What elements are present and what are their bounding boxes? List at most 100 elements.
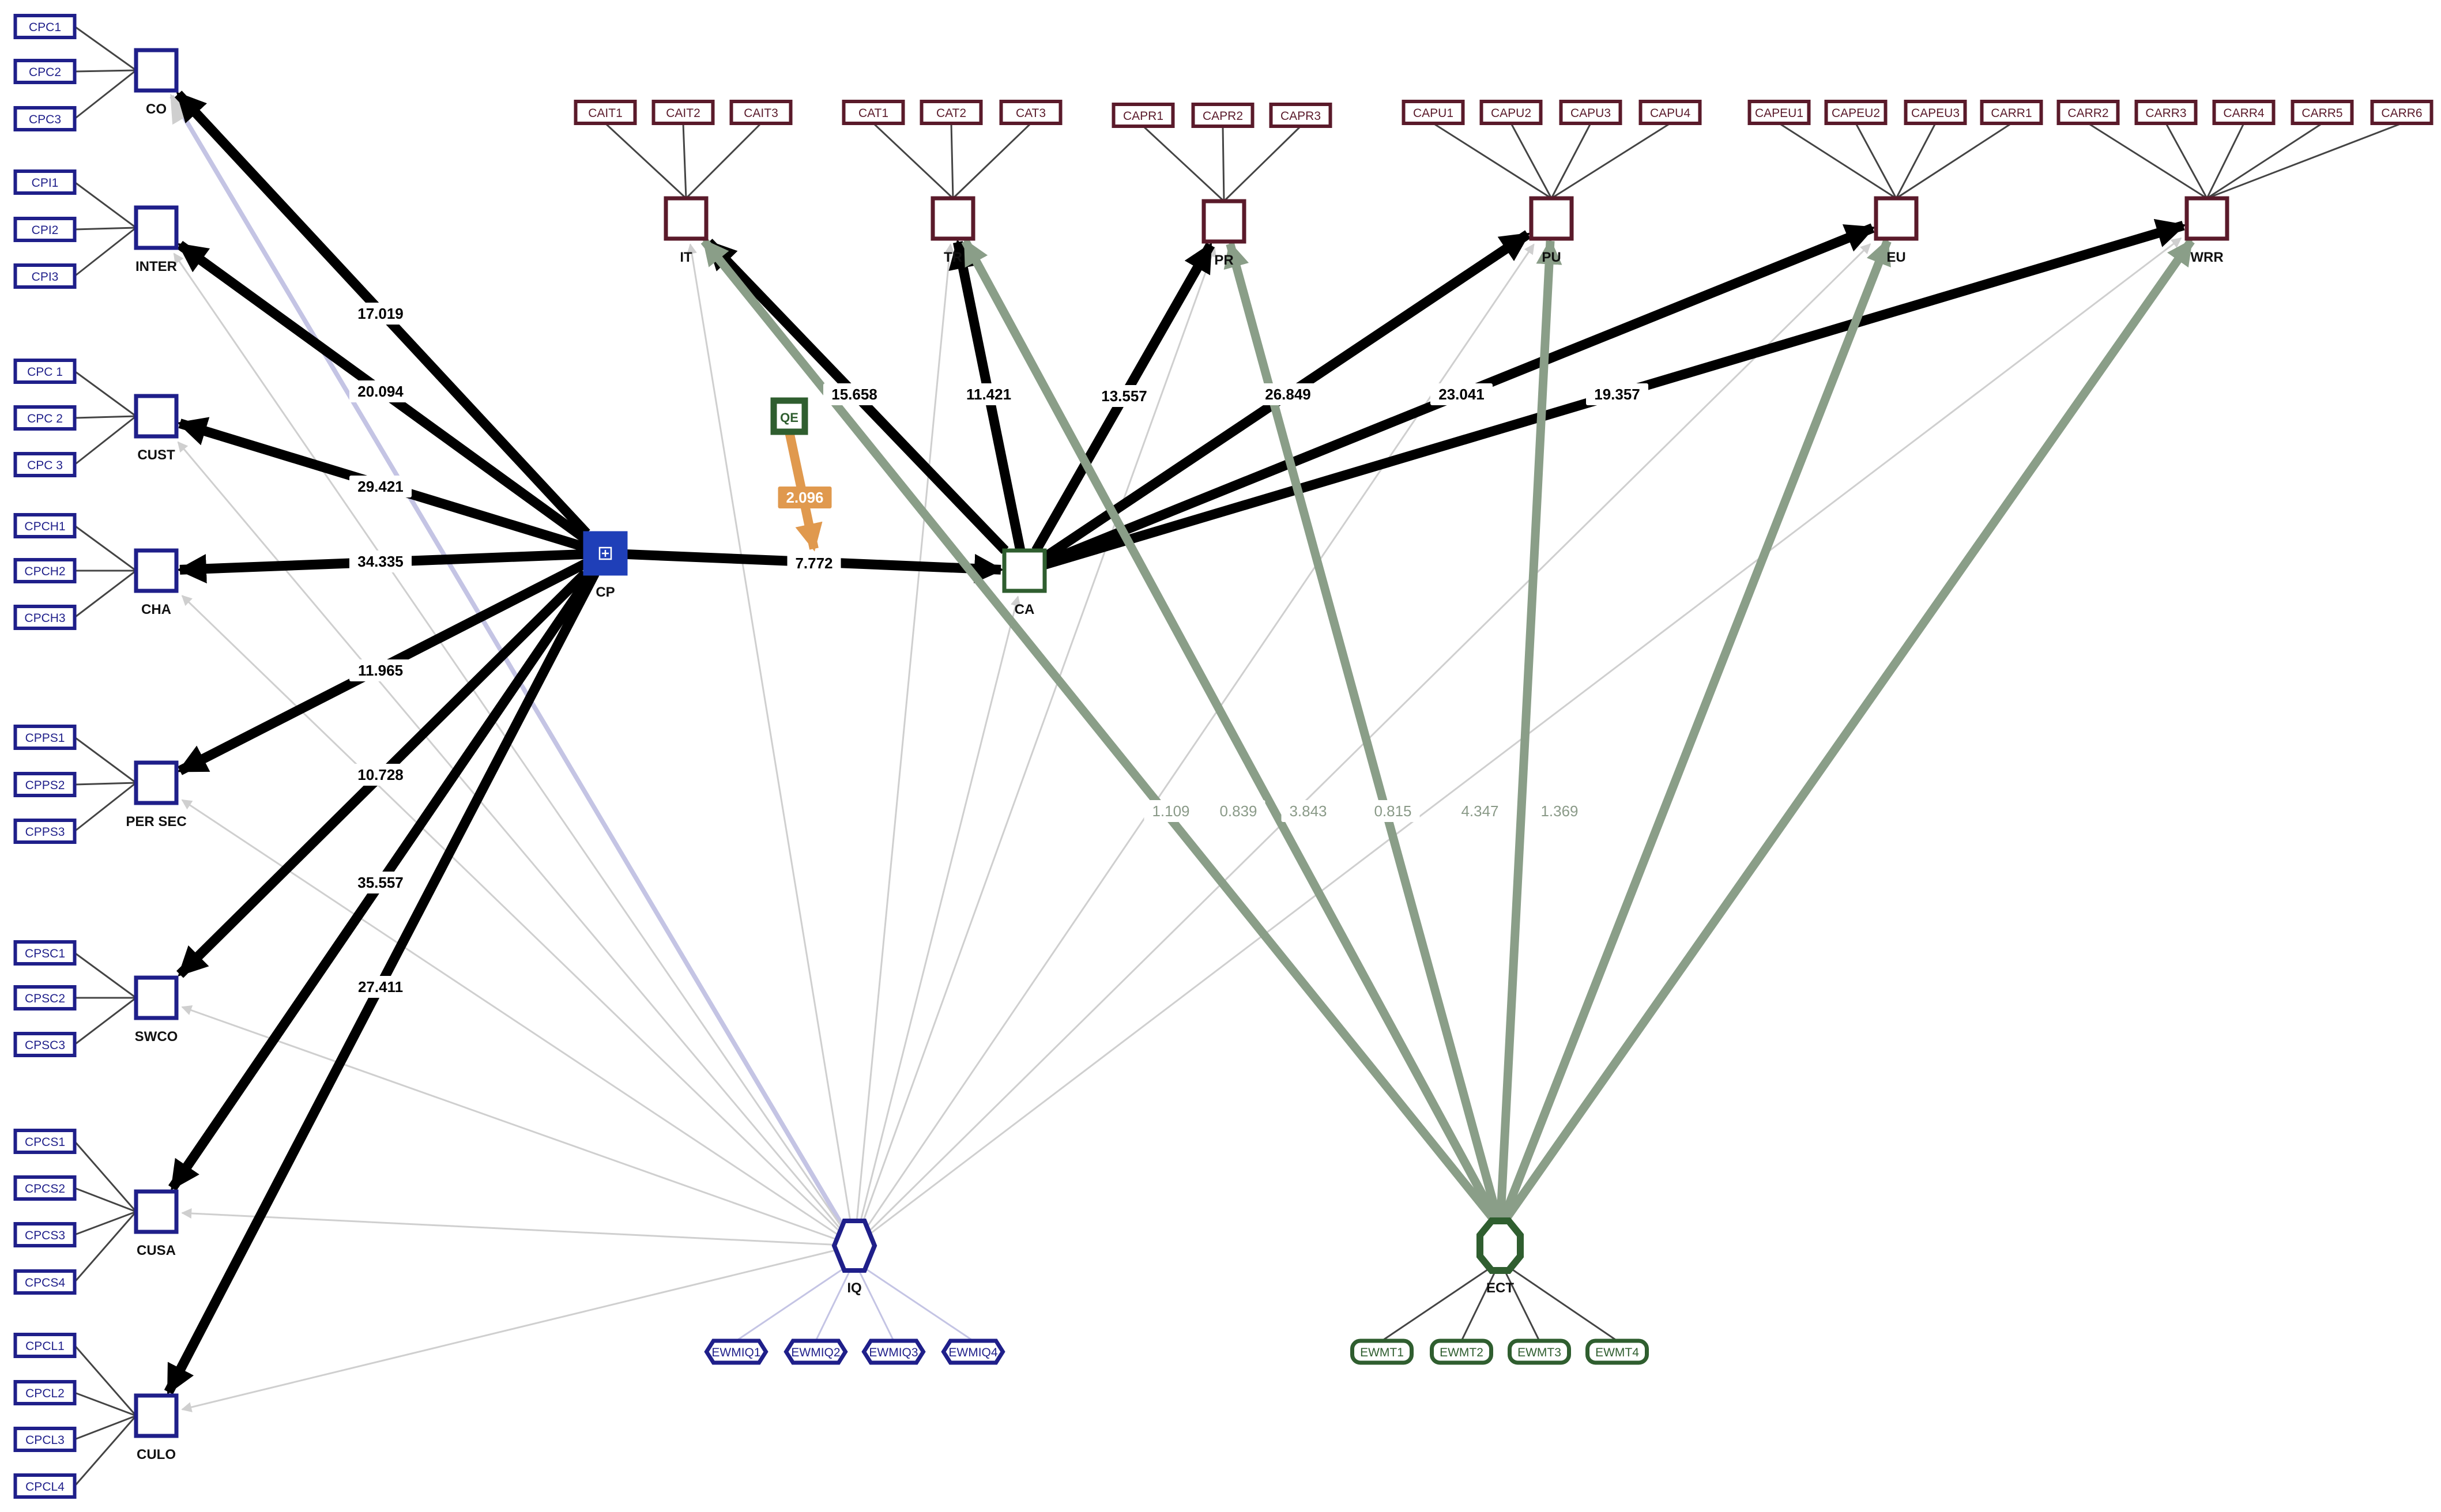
construct-wrr[interactable]: WRR [2184,196,2229,265]
construct-it[interactable]: IT [664,196,709,265]
indicator-carr6[interactable]: CARR6 [2370,100,2434,125]
indicator-link [2206,122,2323,199]
construct-cust[interactable]: CUST [134,394,179,463]
indicator-capu4[interactable]: CAPU4 [1638,100,1702,125]
indicator-ewmiq4[interactable]: EWMIQ4 [941,1338,1005,1365]
construct-eu[interactable]: EU [1874,196,1919,265]
indicator-cpcs4[interactable]: CPCS4 [13,1269,77,1295]
construct-cha[interactable]: CHA [134,548,179,617]
indicator-cpps1[interactable]: CPPS1 [13,725,77,750]
indicator-label: CAPU1 [1413,107,1453,120]
indicator-cpch1[interactable]: CPCH1 [13,513,77,538]
indicator-link [74,370,137,417]
indicator-cpc-3[interactable]: CPC 3 [13,452,77,477]
indicator-link [815,1261,856,1341]
indicator-cpc-1[interactable]: CPC 1 [13,359,77,384]
indicator-ewmiq3[interactable]: EWMIQ3 [861,1338,926,1365]
indicator-carr5[interactable]: CARR5 [2291,100,2354,125]
construct-swco[interactable]: SWCO [134,975,179,1045]
construct-label: TR [944,250,962,265]
indicator-cpc1[interactable]: CPC1 [13,14,77,39]
indicator-label: CAT1 [858,107,888,120]
indicator-capr3[interactable]: CAPR3 [1269,103,1332,128]
indicator-cait1[interactable]: CAIT1 [574,100,637,125]
construct-label: PER SEC [126,814,186,829]
expand-icon [598,546,612,560]
indicator-label: CAPU4 [1650,107,1690,120]
indicator-cpc2[interactable]: CPC2 [13,59,77,84]
indicator-cpsc2[interactable]: CPSC2 [13,985,77,1010]
indicator-cpc-2[interactable]: CPC 2 [13,405,77,431]
indicator-cpcl3[interactable]: CPCL3 [13,1427,77,1452]
construct-inter[interactable]: INTER [134,205,179,274]
indicator-capu1[interactable]: CAPU1 [1402,100,1465,125]
indicator-capeu1[interactable]: CAPEU1 [1747,100,1811,125]
indicator-cpc3[interactable]: CPC3 [13,106,77,131]
indicator-ewmt1[interactable]: EWMT1 [1350,1338,1414,1365]
construct-ca[interactable]: CA [1002,548,1047,617]
indicator-cpsc1[interactable]: CPSC1 [13,940,77,966]
indicator-capu3[interactable]: CAPU3 [1559,100,1622,125]
construct-persec[interactable]: PER SEC [126,760,187,829]
construct-iq[interactable]: IQ [831,1219,877,1296]
indicator-cpcl1[interactable]: CPCL1 [13,1333,77,1358]
indicator-ewmiq1[interactable]: EWMIQ1 [704,1338,769,1365]
indicator-ewmt4[interactable]: EWMT4 [1585,1338,1649,1365]
indicator-cait3[interactable]: CAIT3 [729,100,793,125]
indicator-cpps2[interactable]: CPPS2 [13,772,77,797]
indicator-cpsc3[interactable]: CPSC3 [13,1032,77,1057]
indicator-cpcs3[interactable]: CPCS3 [13,1222,77,1247]
path-coefficient-ca-pu: 26.849 [1257,383,1319,405]
indicator-carr4[interactable]: CARR4 [2212,100,2276,125]
construct-tr[interactable]: TR [931,196,975,265]
indicator-cpcs1[interactable]: CPCS1 [13,1129,77,1154]
indicator-carr1[interactable]: CARR1 [1980,100,2043,125]
indicator-cpcs2[interactable]: CPCS2 [13,1175,77,1201]
indicator-label: CAIT1 [588,107,623,120]
indicator-cpi2[interactable]: CPI2 [13,217,77,242]
indicator-ewmt2[interactable]: EWMT2 [1430,1338,1493,1365]
indicator-cat3[interactable]: CAT3 [999,100,1063,125]
construct-cusa[interactable]: CUSA [134,1189,179,1258]
construct-ect[interactable]: ECT [1476,1217,1524,1296]
construct-qe[interactable]: QE [770,397,808,435]
indicator-carr2[interactable]: CARR2 [2056,100,2120,125]
indicator-cat2[interactable]: CAT2 [920,100,983,125]
indicator-label: EWMIQ1 [711,1346,760,1359]
indicator-capeu3[interactable]: CAPEU3 [1904,100,1967,125]
control-path-iq-co [169,93,857,1247]
indicator-label: CPC1 [29,21,61,34]
indicator-capeu2[interactable]: CAPEU2 [1824,100,1888,125]
indicator-links [74,25,2402,1487]
indicator-ewmt3[interactable]: EWMT3 [1508,1338,1571,1365]
indicator-label: CPC 2 [27,412,63,425]
indicator-carr3[interactable]: CARR3 [2134,100,2198,125]
construct-cp[interactable]: CP [583,531,628,600]
construct-pu[interactable]: PU [1529,196,1574,265]
indicator-link [1499,1261,1540,1341]
indicator-ewmiq2[interactable]: EWMIQ2 [783,1338,848,1365]
construct-culo[interactable]: CULO [134,1393,179,1462]
indicator-link [2206,123,2245,199]
indicator-cpi1[interactable]: CPI1 [13,169,77,195]
indicator-cpcl2[interactable]: CPCL2 [13,1380,77,1405]
indicator-capr2[interactable]: CAPR2 [1191,103,1255,128]
indicator-cpi3[interactable]: CPI3 [13,263,77,289]
construct-pr[interactable]: PR [1201,199,1246,268]
control-paths [169,93,2182,1412]
path-value: 1.369 [1540,802,1578,820]
construct-co[interactable]: CO [134,48,179,117]
indicator-cpch2[interactable]: CPCH2 [13,558,77,583]
indicator-capr1[interactable]: CAPR1 [1112,103,1175,128]
indicator-cat1[interactable]: CAT1 [842,100,905,125]
indicator-capu2[interactable]: CAPU2 [1479,100,1543,125]
indicator-cpch3[interactable]: CPCH3 [13,605,77,630]
indicator-cpcl4[interactable]: CPCL4 [13,1473,77,1499]
path-value: 2.096 [786,489,823,506]
indicator-cpps3[interactable]: CPPS3 [13,819,77,844]
control-arrow-ect-to-pr [1223,241,1505,1228]
construct-label: IT [680,250,692,265]
indicator-label: CARR2 [2067,107,2108,120]
indicator-cait2[interactable]: CAIT2 [651,100,715,125]
